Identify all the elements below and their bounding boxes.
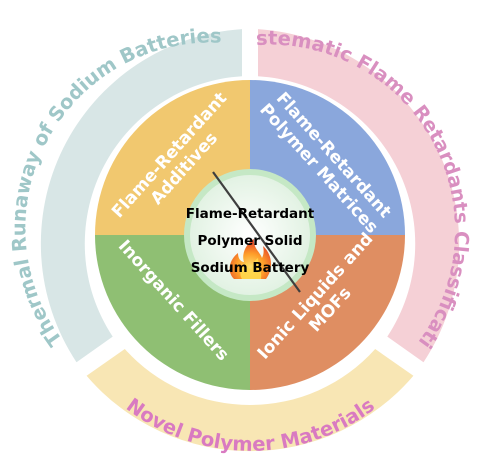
outer-ring-bottom bbox=[86, 349, 414, 452]
outer-ring-left bbox=[40, 29, 242, 363]
no-fire-icon bbox=[212, 171, 301, 293]
center-title-line3: Sodium Battery bbox=[191, 260, 310, 276]
center-title-line1: Flame-Retardant bbox=[186, 206, 315, 222]
outer-ring-right bbox=[258, 29, 460, 363]
center-title-line2: Polymer Solid bbox=[197, 233, 302, 249]
